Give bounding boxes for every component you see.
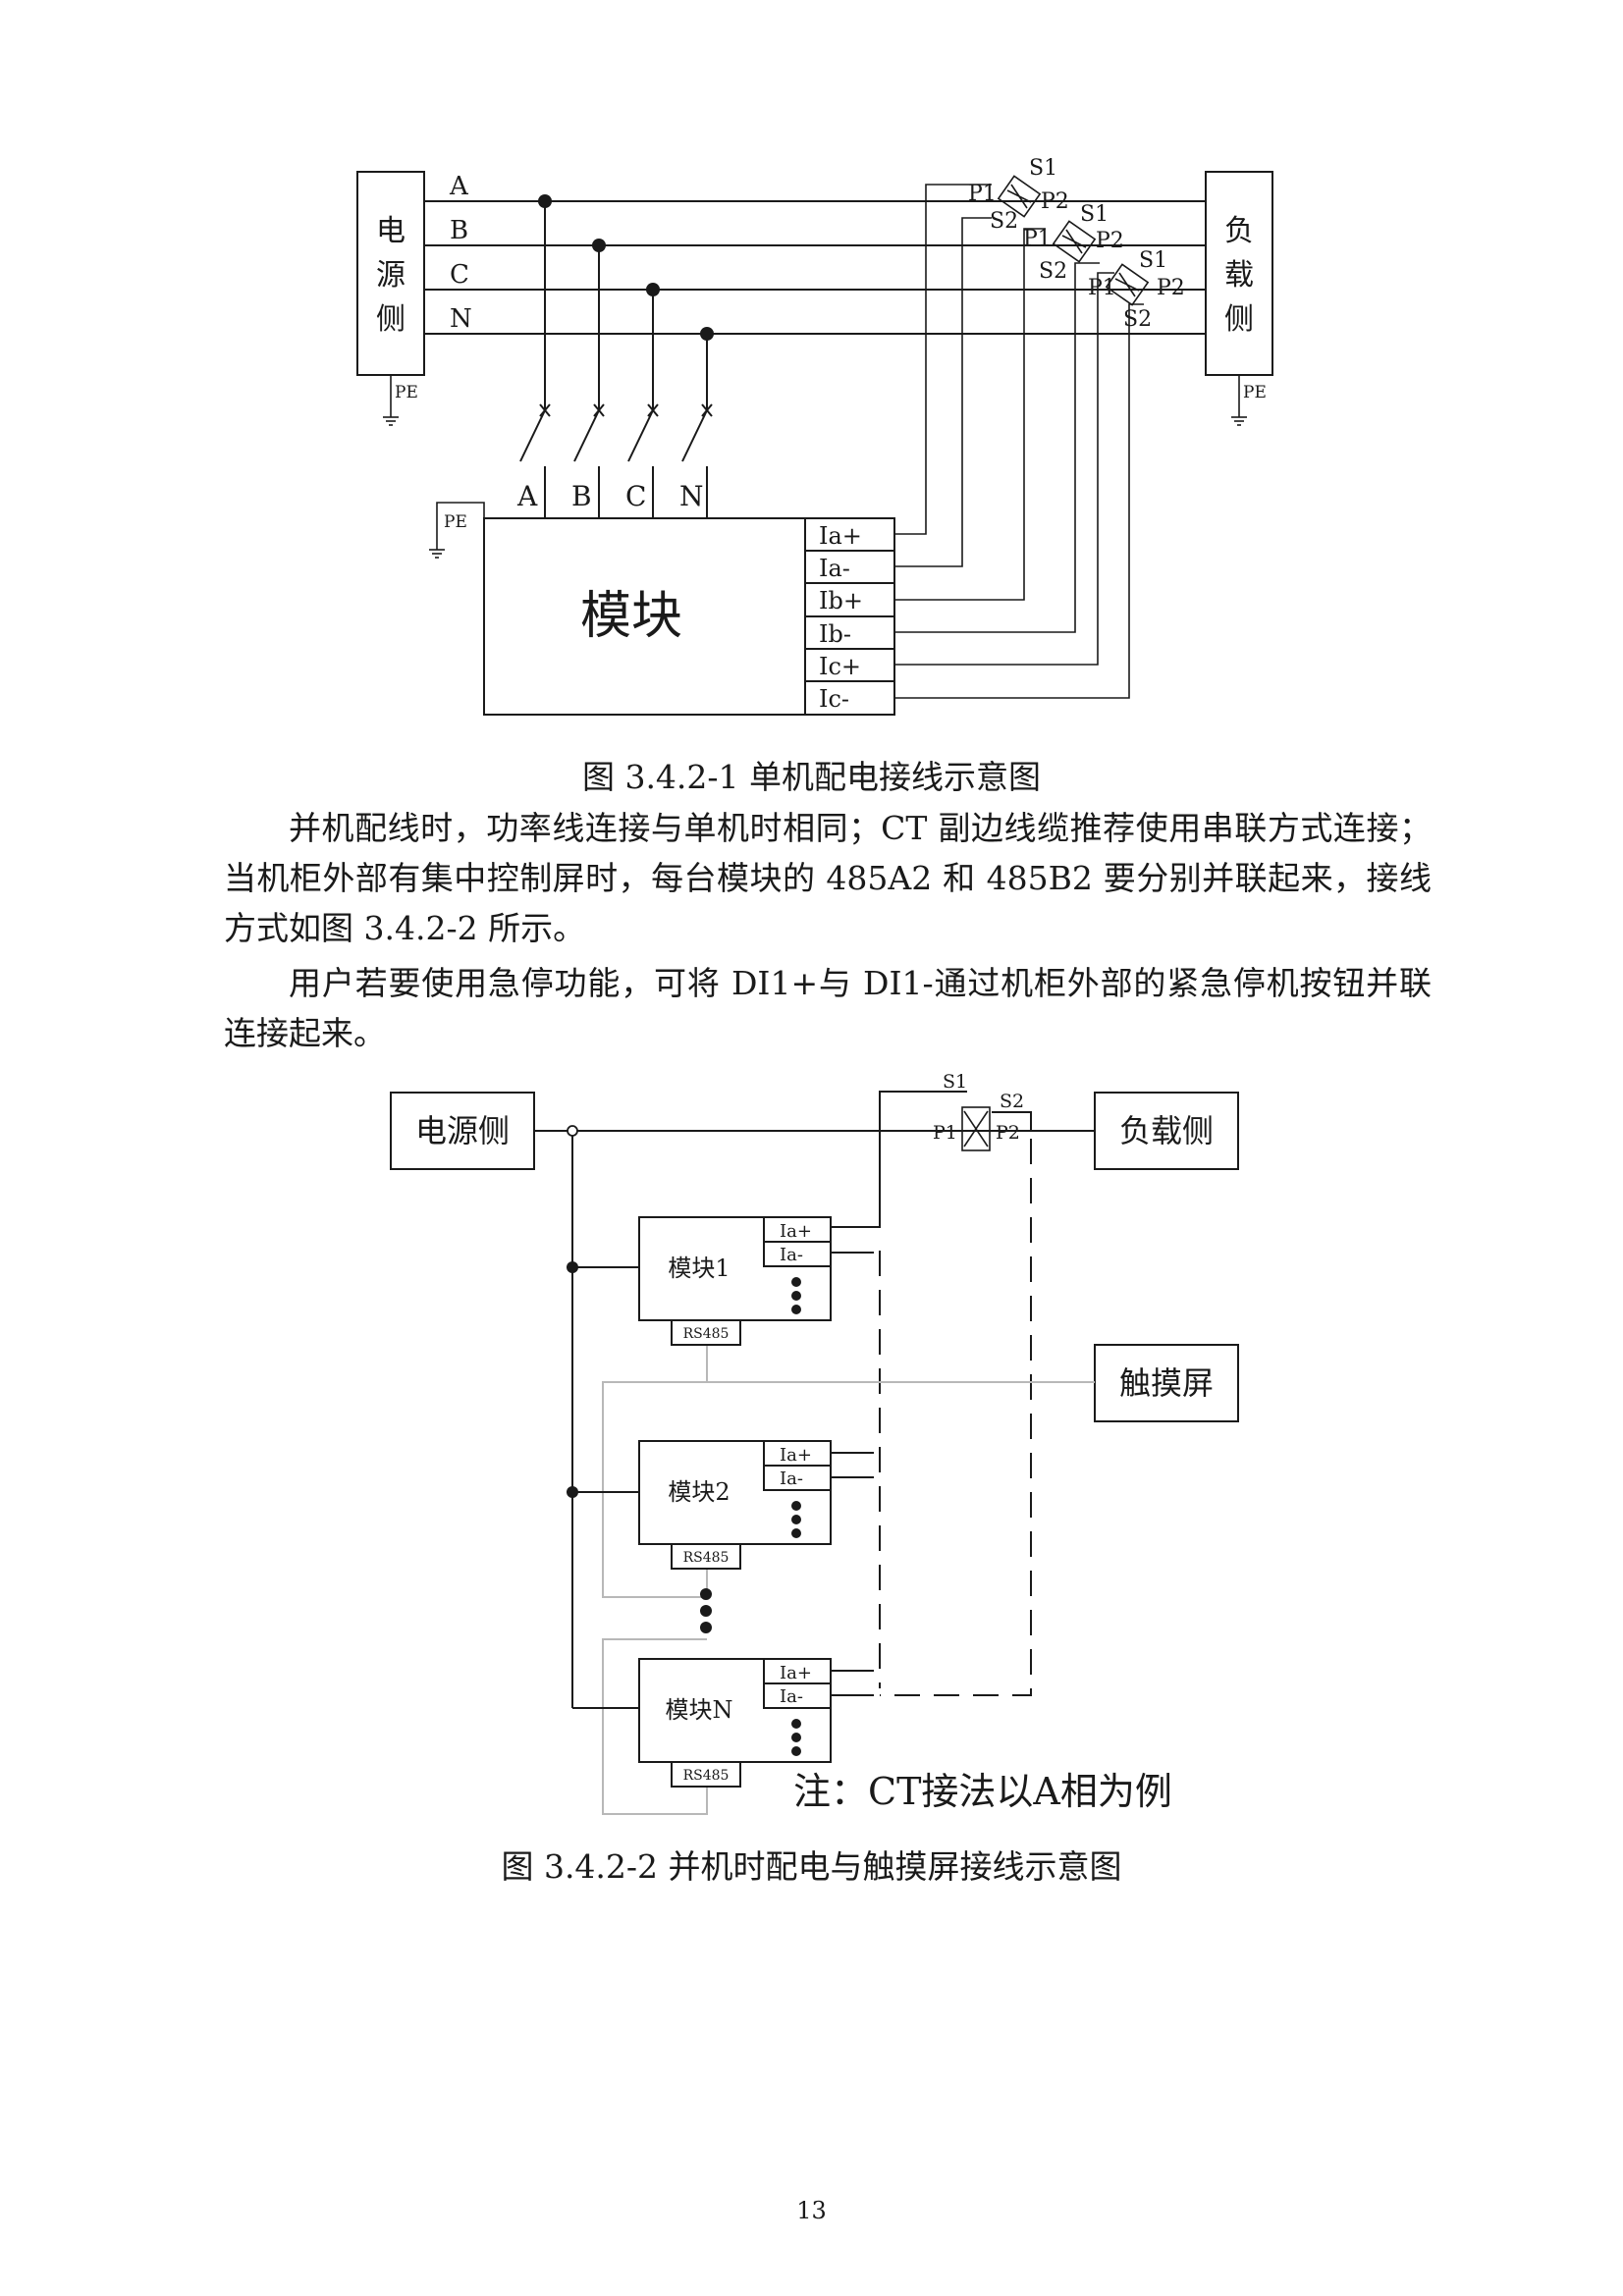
input-label-b: B xyxy=(571,480,592,512)
ct-a-p2: P2 xyxy=(1041,189,1069,214)
source-side-box xyxy=(390,1092,535,1170)
ct-c-s2: S2 xyxy=(1123,307,1152,332)
ellipsis-dot xyxy=(791,1515,801,1524)
ellipsis-dot xyxy=(700,1605,712,1617)
module-2-ia-minus: Ia- xyxy=(780,1468,803,1489)
module-n-label: 模块N xyxy=(666,1696,733,1724)
page-number: 13 xyxy=(796,2197,827,2224)
figure2-caption: 图 3.4.2-2 并机时配电与触摸屏接线示意图 xyxy=(501,1847,1122,1886)
ellipsis-dot xyxy=(791,1277,801,1287)
ct-c-s1: S1 xyxy=(1139,248,1167,273)
ground-icon xyxy=(383,375,399,426)
terminal-ib-minus: Ib- xyxy=(819,620,851,648)
terminal-ib-plus: Ib+ xyxy=(819,587,863,614)
ct-a-s1: S1 xyxy=(1029,156,1057,181)
load-side-box xyxy=(1205,171,1273,376)
ellipsis-dot xyxy=(791,1501,801,1511)
input-label-n: N xyxy=(679,480,704,512)
figure2-note: 注：CT接法以A相为例 xyxy=(793,1770,1172,1813)
ellipsis-dot xyxy=(700,1588,712,1600)
module-label: 模块 xyxy=(580,587,682,646)
pe-label-source: PE xyxy=(395,383,418,402)
load-side-char-3: 侧 xyxy=(1224,302,1254,337)
input-label-a: A xyxy=(516,480,538,512)
module-2-ia-plus: Ia+ xyxy=(780,1445,812,1466)
module-1-rs485: RS485 xyxy=(683,1326,730,1342)
source-side-box xyxy=(356,171,425,376)
pe-label-load: PE xyxy=(1243,383,1267,402)
terminal-ia-minus: Ia- xyxy=(819,555,850,582)
ct-b-p1: P1 xyxy=(1023,227,1052,251)
touch-screen-label: 触摸屏 xyxy=(1119,1364,1214,1402)
switch-icon xyxy=(519,403,551,518)
module-2-rs485: RS485 xyxy=(683,1550,730,1566)
junction-dot xyxy=(567,1125,578,1137)
ellipsis-dot xyxy=(791,1719,801,1729)
ellipsis-dot xyxy=(791,1733,801,1742)
ground-icon xyxy=(1231,375,1247,426)
terminal-ic-minus: Ic- xyxy=(819,685,849,713)
ct-s2: S2 xyxy=(1000,1091,1024,1112)
source-side-label: 电源侧 xyxy=(415,1112,510,1149)
parallel-wiring-diagram: 电源侧 负载侧 S1 S2 P1 P2 触摸屏 模块1 Ia+ Ia- RS48… xyxy=(390,1071,1239,1815)
module-n-rs485: RS485 xyxy=(683,1768,730,1784)
terminal-ic-plus: Ic+ xyxy=(819,653,861,680)
figure1-caption: 图 3.4.2-1 单机配电接线示意图 xyxy=(581,758,1042,796)
phase-label-a: A xyxy=(449,172,469,201)
phase-label-c: C xyxy=(450,260,469,290)
phase-label-n: N xyxy=(450,304,472,334)
ct-a-s2: S2 xyxy=(990,209,1018,234)
source-side-char-3: 侧 xyxy=(376,302,406,337)
switch-icon xyxy=(573,403,605,518)
module-1-ia-plus: Ia+ xyxy=(780,1221,812,1242)
input-label-c: C xyxy=(625,480,646,512)
current-transformer-icon xyxy=(997,175,1042,218)
ct-b-s2: S2 xyxy=(1039,259,1067,284)
load-side-label: 负载侧 xyxy=(1119,1112,1214,1149)
single-unit-wiring-diagram: 电 源 侧 负 载 侧 A B C N PE PE xyxy=(356,156,1273,716)
ct-c-p2: P2 xyxy=(1157,276,1185,300)
phase-label-b: B xyxy=(450,216,468,245)
ellipsis-dot xyxy=(791,1746,801,1756)
ground-icon xyxy=(429,549,445,559)
ellipsis-dot xyxy=(791,1291,801,1301)
module-n-ia-minus: Ia- xyxy=(780,1686,803,1707)
ct-b-s1: S1 xyxy=(1080,202,1109,227)
ct-s1: S1 xyxy=(943,1071,967,1093)
ellipsis-dot xyxy=(700,1622,712,1633)
load-side-char-1: 负 xyxy=(1224,214,1254,248)
source-side-char-1: 电 xyxy=(376,214,406,248)
module-1-label: 模块1 xyxy=(668,1255,730,1282)
ellipsis-dot xyxy=(791,1528,801,1538)
paragraph-2: 用户若要使用急停功能，可将 DI1+与 DI1-通过机柜外部的紧急停机按钮并联连… xyxy=(224,964,1432,1052)
ct-a-p1: P1 xyxy=(968,182,997,206)
pe-label-module: PE xyxy=(444,512,467,532)
switch-icon xyxy=(681,403,713,518)
paragraph-1: 并机配线时，功率线连接与单机时相同；CT 副边线缆推荐使用串联方式连接；当机柜外… xyxy=(224,809,1432,947)
ct-b-p2: P2 xyxy=(1096,229,1124,253)
load-side-box xyxy=(1094,1092,1239,1170)
source-side-char-2: 源 xyxy=(376,258,406,293)
ellipsis-dot xyxy=(791,1305,801,1314)
touch-screen-box xyxy=(1094,1344,1239,1422)
ct-c-p1: P1 xyxy=(1088,276,1116,300)
current-transformer-icon xyxy=(961,1106,991,1151)
load-side-char-2: 载 xyxy=(1224,258,1254,293)
current-transformer-icon xyxy=(1105,263,1150,306)
module-2-label: 模块2 xyxy=(668,1478,730,1506)
switch-icon xyxy=(627,403,659,518)
module-1-ia-minus: Ia- xyxy=(780,1245,803,1265)
ct-p1: P1 xyxy=(933,1122,957,1144)
terminal-ia-plus: Ia+ xyxy=(819,522,862,550)
ct-p2: P2 xyxy=(996,1122,1020,1144)
current-transformer-icon xyxy=(1052,220,1097,263)
module-n-ia-plus: Ia+ xyxy=(780,1663,812,1683)
